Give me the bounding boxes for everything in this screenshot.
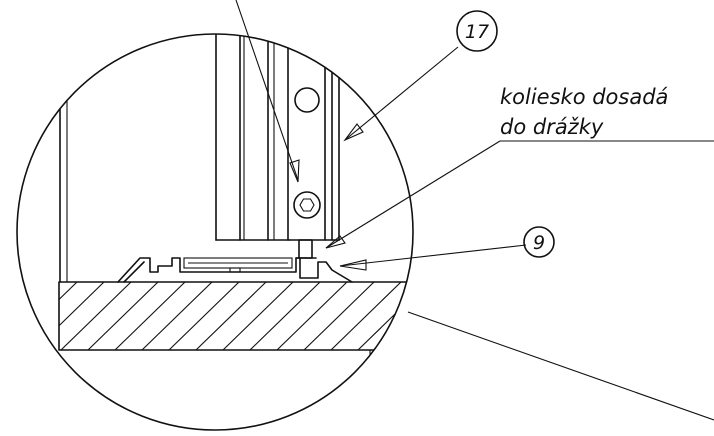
callout-17-label: 17 bbox=[465, 21, 489, 43]
hatch-line bbox=[357, 282, 410, 350]
door-profile bbox=[215, 34, 340, 241]
hatch-line bbox=[303, 282, 375, 350]
hatch-line bbox=[60, 282, 132, 350]
hatch-line bbox=[195, 282, 267, 350]
hatch-line bbox=[114, 282, 186, 350]
leader-9 bbox=[339, 244, 527, 271]
wheel-stem bbox=[295, 239, 317, 259]
hatch-line bbox=[59, 282, 78, 350]
hatch-line bbox=[249, 282, 321, 350]
callout-9: 9 bbox=[523, 226, 555, 258]
hex-screw-icon bbox=[293, 191, 321, 219]
hatch-line bbox=[168, 282, 240, 350]
floor-slab bbox=[0, 281, 536, 362]
plate-hole bbox=[294, 87, 320, 113]
hatch-line bbox=[276, 282, 348, 350]
leader-note bbox=[325, 140, 714, 249]
hatch-line bbox=[466, 282, 536, 350]
hatch-line bbox=[59, 282, 105, 350]
note-line-1: koliesko dosadá bbox=[500, 85, 668, 109]
hatch-line bbox=[87, 282, 159, 350]
hatch-line bbox=[330, 282, 402, 350]
hatch-line bbox=[439, 282, 509, 350]
guide-rail bbox=[117, 257, 353, 283]
hatch-line bbox=[412, 282, 482, 350]
section-leader bbox=[407, 311, 714, 421]
detail-circle bbox=[16, 33, 414, 431]
leader-top bbox=[235, 0, 300, 183]
callout-9-label: 9 bbox=[533, 232, 545, 254]
note-line-2: do drážky bbox=[500, 115, 604, 139]
hatch-line bbox=[222, 282, 294, 350]
hatch-line bbox=[141, 282, 213, 350]
hatch-line bbox=[0, 282, 50, 350]
leader-17 bbox=[343, 46, 459, 142]
callout-17: 17 bbox=[456, 10, 498, 52]
